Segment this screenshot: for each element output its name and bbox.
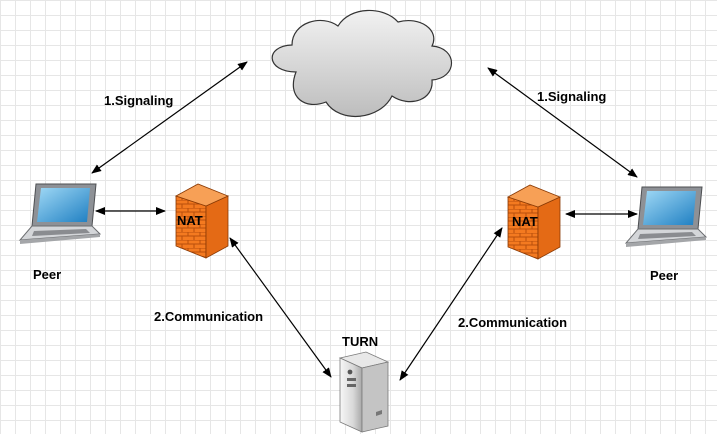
- arrows: [91, 61, 638, 381]
- communication-left-label: 2.Communication: [154, 309, 264, 324]
- peer-right-label: Peer: [650, 268, 679, 283]
- turn-label: TURN: [342, 334, 379, 349]
- communication-right-label: 2.Communication: [458, 315, 568, 330]
- firewall-icon: NAT: [175, 183, 230, 259]
- peer-left-label: Peer: [33, 267, 62, 282]
- arrow-signaling-left: [91, 61, 248, 174]
- firewall-icon: NAT: [507, 184, 562, 260]
- nat-left-label: NAT: [177, 213, 203, 228]
- nat-right-label: NAT: [512, 214, 538, 229]
- cloud-icon: [271, 9, 453, 117]
- server-icon: [338, 351, 390, 433]
- arrow-communication-right: [399, 227, 503, 381]
- laptop-icon: [18, 183, 102, 244]
- signaling-right-label: 1.Signaling: [537, 89, 607, 104]
- laptop-icon: [624, 186, 708, 247]
- arrow-communication-left: [229, 237, 332, 378]
- arrow-signaling-right: [487, 67, 638, 178]
- signaling-left-label: 1.Signaling: [104, 93, 174, 108]
